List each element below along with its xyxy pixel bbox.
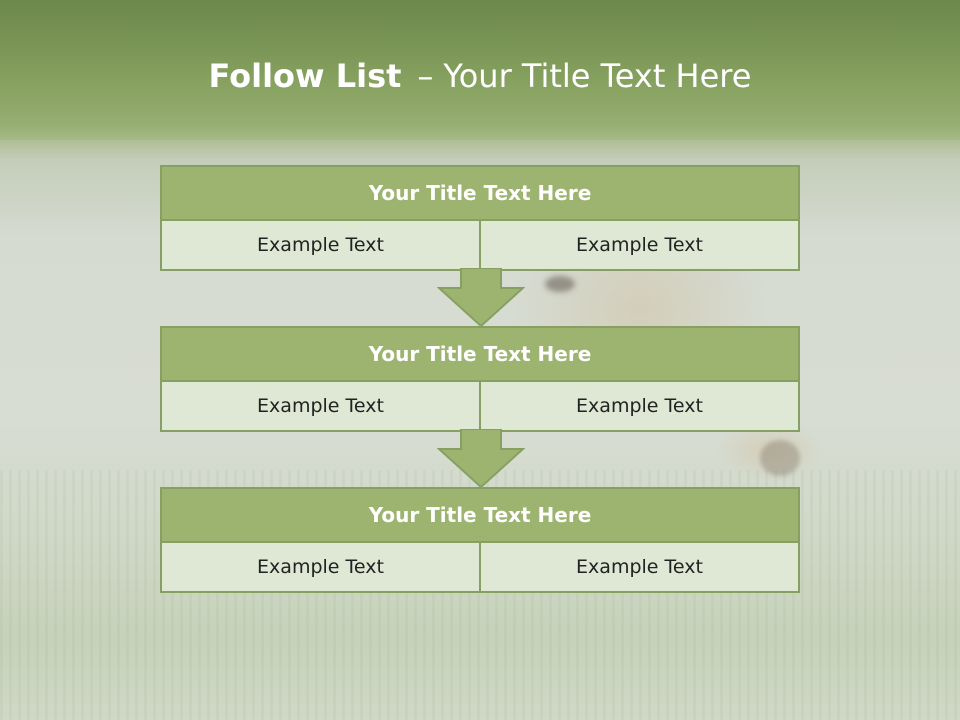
dog-nose — [760, 440, 800, 476]
list-block-2: Your Title Text Here Example Text Exampl… — [160, 326, 800, 432]
list-block-1: Your Title Text Here Example Text Exampl… — [160, 165, 800, 271]
block-cell-left: Example Text — [257, 395, 384, 417]
slide-title: Follow List–Your Title Text Here — [0, 52, 960, 100]
block-row: Example Text Example Text — [160, 221, 800, 271]
block-row: Example Text Example Text — [160, 382, 800, 432]
list-block-3: Your Title Text Here Example Text Exampl… — [160, 487, 800, 593]
block-title: Your Title Text Here — [160, 165, 800, 221]
dog-eye — [545, 276, 575, 292]
block-cell-right: Example Text — [479, 543, 798, 591]
block-cell-right: Example Text — [479, 221, 798, 269]
block-row: Example Text Example Text — [160, 543, 800, 593]
block-title: Your Title Text Here — [160, 326, 800, 382]
block-cell-left: Example Text — [257, 556, 384, 578]
title-bold: Follow List — [208, 57, 402, 95]
block-title: Your Title Text Here — [160, 487, 800, 543]
title-rest: Your Title Text Here — [443, 57, 752, 95]
block-cell-left: Example Text — [257, 234, 384, 256]
down-arrow-icon — [437, 268, 525, 328]
block-cell-right: Example Text — [479, 382, 798, 430]
title-dash: – — [417, 57, 434, 95]
down-arrow-icon — [437, 429, 525, 489]
